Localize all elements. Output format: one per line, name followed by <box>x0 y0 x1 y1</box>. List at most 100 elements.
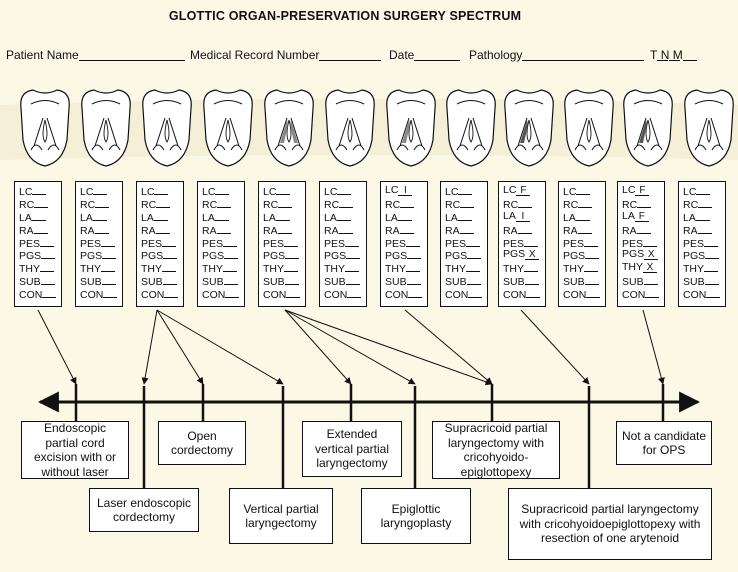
card-mark[interactable]: F <box>635 185 650 196</box>
card-mark[interactable] <box>103 287 118 299</box>
card-mark[interactable]: I <box>515 211 530 222</box>
card-mark[interactable] <box>92 210 107 221</box>
card-mark[interactable] <box>336 210 351 221</box>
card-mark[interactable] <box>156 197 171 208</box>
card-mark[interactable] <box>93 184 108 195</box>
card-mark[interactable] <box>276 184 291 195</box>
card-mark[interactable] <box>345 261 359 273</box>
card-mark[interactable] <box>33 223 48 234</box>
card-mark[interactable] <box>284 274 299 286</box>
medical-record-field[interactable]: Medical Record Number <box>190 48 382 62</box>
card-mark[interactable] <box>224 248 239 260</box>
card-mark[interactable] <box>637 197 652 208</box>
t-blank[interactable] <box>657 48 669 61</box>
card-mark[interactable] <box>163 248 178 260</box>
card-mark[interactable] <box>586 287 601 299</box>
card-mark[interactable] <box>154 184 169 195</box>
card-mark[interactable] <box>214 210 229 221</box>
card-mark[interactable] <box>217 197 232 208</box>
card-mark[interactable] <box>153 210 168 221</box>
patient-name-field[interactable]: Patient Name <box>6 48 185 62</box>
card-mark[interactable] <box>155 223 170 234</box>
card-mark[interactable] <box>466 236 481 247</box>
date-field[interactable]: Date <box>389 48 461 62</box>
card-mark[interactable] <box>337 184 352 195</box>
card-mark[interactable] <box>576 184 591 195</box>
card-mark[interactable] <box>468 287 483 299</box>
card-mark[interactable] <box>517 223 532 234</box>
card-mark[interactable] <box>526 287 541 299</box>
card-mark[interactable] <box>32 184 47 195</box>
card-mark[interactable] <box>575 210 590 221</box>
card-mark[interactable] <box>162 236 177 247</box>
card-mark[interactable] <box>467 248 482 260</box>
card-mark[interactable] <box>584 274 599 286</box>
card-mark[interactable] <box>286 287 301 299</box>
card-mark[interactable] <box>162 261 176 273</box>
card-mark[interactable] <box>406 261 420 273</box>
pathology-blank[interactable] <box>522 48 645 61</box>
card-mark[interactable] <box>459 223 474 234</box>
card-mark[interactable] <box>285 248 300 260</box>
card-mark[interactable] <box>101 236 116 247</box>
card-mark[interactable] <box>585 248 600 260</box>
card-mark[interactable] <box>31 210 46 221</box>
card-mark[interactable]: F <box>634 211 649 222</box>
card-mark[interactable] <box>645 287 660 299</box>
card-mark[interactable] <box>345 236 360 247</box>
card-mark[interactable] <box>399 223 414 234</box>
card-mark[interactable] <box>95 197 110 208</box>
card-mark[interactable] <box>275 210 290 221</box>
card-mark[interactable] <box>643 236 658 247</box>
card-mark[interactable] <box>101 274 116 286</box>
patient-name-blank[interactable] <box>78 48 185 61</box>
card-mark[interactable] <box>397 210 412 221</box>
card-mark[interactable]: X <box>644 249 659 261</box>
card-mark[interactable] <box>643 274 658 286</box>
n-blank[interactable] <box>669 48 681 61</box>
card-mark[interactable] <box>524 261 538 273</box>
card-mark[interactable] <box>466 274 481 286</box>
card-mark[interactable] <box>278 197 293 208</box>
card-mark[interactable]: F <box>516 185 531 196</box>
card-mark[interactable] <box>40 236 55 247</box>
card-mark[interactable] <box>518 197 533 208</box>
medical-record-blank[interactable] <box>319 48 382 61</box>
card-mark[interactable] <box>466 261 480 273</box>
card-mark[interactable] <box>457 210 472 221</box>
card-mark[interactable]: X <box>525 249 540 261</box>
card-mark[interactable] <box>704 274 719 286</box>
card-mark[interactable] <box>40 274 55 286</box>
card-mark[interactable] <box>695 210 710 221</box>
card-mark[interactable] <box>705 248 720 260</box>
card-mark[interactable] <box>407 248 422 260</box>
card-mark[interactable] <box>338 223 353 234</box>
card-mark[interactable] <box>524 236 539 247</box>
card-mark[interactable] <box>41 248 56 260</box>
card-mark[interactable] <box>40 261 54 273</box>
tnm-field[interactable]: T N M <box>650 48 697 62</box>
card-mark[interactable] <box>578 197 593 208</box>
card-mark[interactable]: X <box>643 262 657 274</box>
card-mark[interactable] <box>339 197 354 208</box>
card-mark[interactable] <box>347 287 362 299</box>
card-mark[interactable] <box>706 287 721 299</box>
card-mark[interactable] <box>524 274 539 286</box>
card-mark[interactable] <box>102 248 117 260</box>
m-blank[interactable] <box>682 48 697 61</box>
card-mark[interactable] <box>216 223 231 234</box>
card-mark[interactable] <box>696 184 711 195</box>
card-mark[interactable]: I <box>398 185 413 196</box>
card-mark[interactable] <box>636 223 651 234</box>
card-mark[interactable] <box>704 261 718 273</box>
card-mark[interactable] <box>346 248 361 260</box>
card-mark[interactable] <box>697 223 712 234</box>
card-mark[interactable] <box>94 223 109 234</box>
pathology-field[interactable]: Pathology <box>469 48 645 62</box>
card-mark[interactable] <box>223 236 238 247</box>
card-mark[interactable] <box>698 197 713 208</box>
card-mark[interactable] <box>408 287 423 299</box>
card-mark[interactable] <box>225 287 240 299</box>
card-mark[interactable] <box>584 236 599 247</box>
card-mark[interactable] <box>215 184 230 195</box>
